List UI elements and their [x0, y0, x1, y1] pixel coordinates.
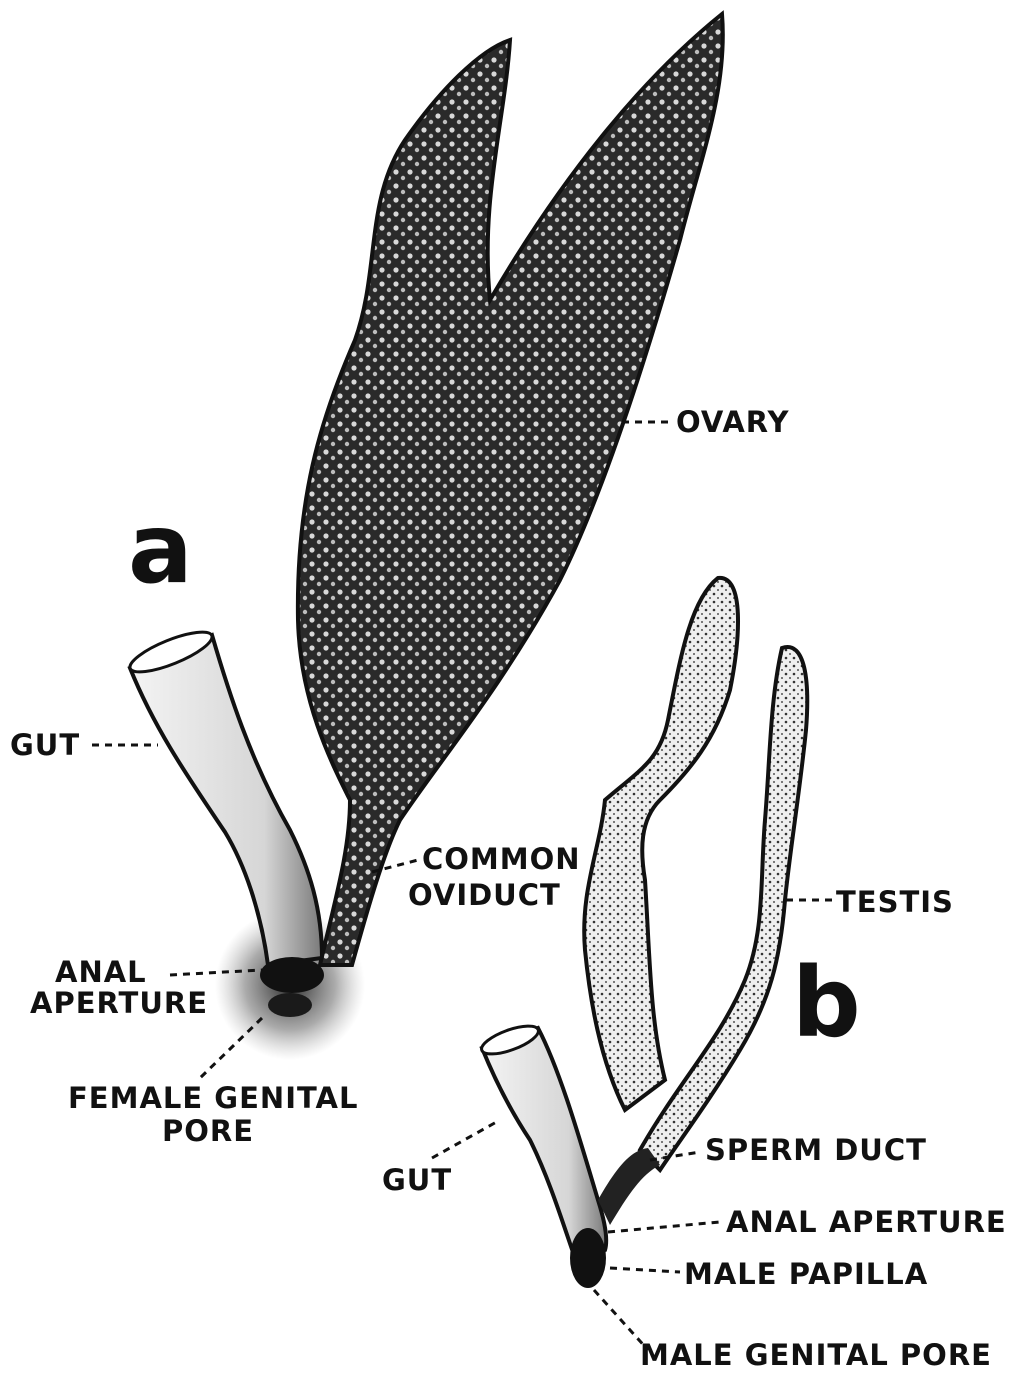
female-genital-pore-mark — [268, 993, 312, 1017]
anal-aperture-a-label-line2: APERTURE — [30, 986, 208, 1020]
gut-a-label: GUT — [10, 728, 80, 762]
anal-aperture-b-leader — [608, 1222, 720, 1232]
testis-left-lobe — [584, 578, 738, 1110]
male-papilla-leader — [610, 1268, 680, 1272]
anal-aperture-a — [260, 957, 324, 993]
gut-a-shape — [130, 635, 322, 965]
anal-aperture-a-label-line1: ANAL — [55, 955, 147, 989]
gut-b-shape — [482, 1028, 606, 1258]
male-papilla-label: MALE PAPILLA — [684, 1257, 928, 1291]
common-oviduct-label-line2: OVIDUCT — [408, 878, 561, 912]
panel-a-letter: a — [128, 493, 193, 605]
common-oviduct-label-line1: COMMON — [422, 842, 581, 876]
gut-b-leader — [432, 1120, 500, 1158]
panel-b-letter: b — [792, 947, 861, 1059]
female-genital-pore-label-line2: PORE — [162, 1114, 254, 1148]
panel-a: a OVARY GUT COMMON OVIDUCT ANAL APERTURE… — [10, 14, 790, 1148]
ovary-shape — [298, 14, 723, 965]
sperm-duct-label: SPERM DUCT — [705, 1133, 927, 1167]
male-genital-pore-label: MALE GENITAL PORE — [640, 1338, 992, 1372]
anal-aperture-b-label: ANAL APERTURE — [726, 1205, 1007, 1239]
ovary-label: OVARY — [676, 405, 790, 439]
gut-b-label: GUT — [382, 1163, 452, 1197]
female-genital-pore-label-line1: FEMALE GENITAL — [68, 1081, 358, 1115]
testis-label: TESTIS — [836, 885, 954, 919]
male-papilla — [570, 1228, 606, 1288]
